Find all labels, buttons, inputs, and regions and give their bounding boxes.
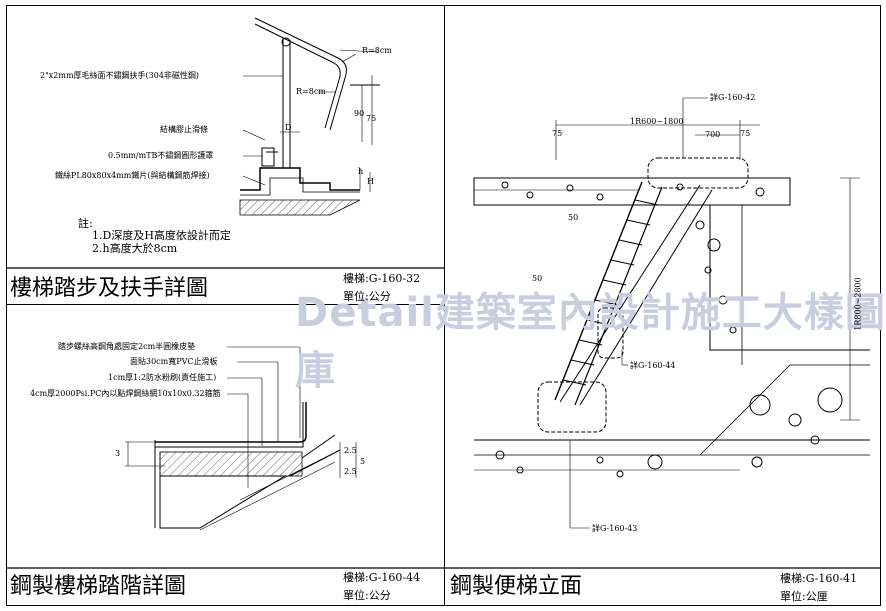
panel-right-frame — [444, 5, 881, 606]
dim-span: 1R600~1800 — [630, 117, 684, 126]
callout-plate: 鐵絲PL80x80x4mm鐵片(與結構鋼筋焊接) — [55, 171, 210, 180]
panel-r-unit: 單位:公厘 — [780, 590, 828, 603]
dim-height: 1R800~2800 — [853, 277, 863, 331]
dim-h-large: H — [367, 177, 374, 186]
handrail-detail — [239, 17, 380, 216]
dim-2-5b: 2.5 — [344, 467, 357, 476]
panel-bl-ref: 樓梯:G-160-44 — [343, 571, 421, 584]
dim-50-upper: 50 — [568, 213, 579, 222]
steel-tread-detail — [125, 346, 357, 531]
callout-anti-slip: 結構膠止滑條 — [160, 125, 208, 134]
dim-h-small: h — [358, 167, 364, 176]
dim-5: 5 — [360, 457, 366, 466]
label-g160-42: 詳G-160-42 — [710, 93, 756, 102]
label-g160-43: 詳G-160-43 — [592, 524, 638, 533]
dim-3: 3 — [115, 449, 121, 458]
watermark: Detail建築室內設計施工大樣圖庫 — [295, 290, 886, 394]
panel-tl-unit: 單位:公分 — [343, 290, 391, 303]
dim-75: 75 — [366, 114, 377, 123]
dim-2-5a: 2.5 — [344, 446, 357, 455]
panel-tl-title: 樓梯踏步及扶手詳圖 — [10, 276, 209, 301]
callout-rubber: 踏步螺絲高鋼角處固定2cm半圓橡皮墊 — [58, 342, 196, 351]
note-2: 2.h高度大於8cm — [92, 242, 178, 255]
panel-tl-ref: 樓梯:G-160-32 — [343, 272, 421, 285]
dim-d: D — [285, 123, 292, 132]
dim-75-left: 75 — [552, 129, 563, 138]
dim-90: 90 — [354, 109, 365, 118]
panel-bl-title: 鋼製樓梯踏階詳圖 — [10, 574, 187, 599]
ladder-elevation — [473, 97, 870, 529]
callout-handrail: 2"x2mm厚毛絲面不鏽鋼扶手(304非磁性鋼) — [40, 71, 200, 80]
panel-r-ref: 樓梯:G-160-41 — [780, 572, 858, 585]
panel-r-title: 鋼製便梯立面 — [450, 574, 583, 599]
dim-50-lower: 50 — [532, 274, 543, 283]
dim-75-right: 75 — [740, 129, 751, 138]
label-g160-44: 詳G-160-44 — [630, 361, 676, 370]
dim-r2: R=8cm — [296, 87, 326, 96]
dim-700: 700 — [705, 130, 721, 139]
note-heading: 註: — [78, 217, 93, 230]
dim-r1: R=8cm — [362, 46, 392, 55]
panel-bl-unit: 單位:公分 — [343, 589, 391, 602]
callout-plaster: 1cm厚1:2防水粉刷(責任施工) — [108, 373, 217, 382]
callout-cover: 0.5mm/mTB不鏽鋼圓形護罩 — [108, 151, 214, 160]
note-1: 1.D深度及H高度依設計而定 — [92, 229, 231, 242]
callout-concrete: 4cm厚2000Psi.PC內以點焊鋼絲網10x10x0.32箍筋 — [30, 389, 221, 398]
callout-pvc: 面貼30cm寬PVC止滑板 — [130, 357, 218, 366]
